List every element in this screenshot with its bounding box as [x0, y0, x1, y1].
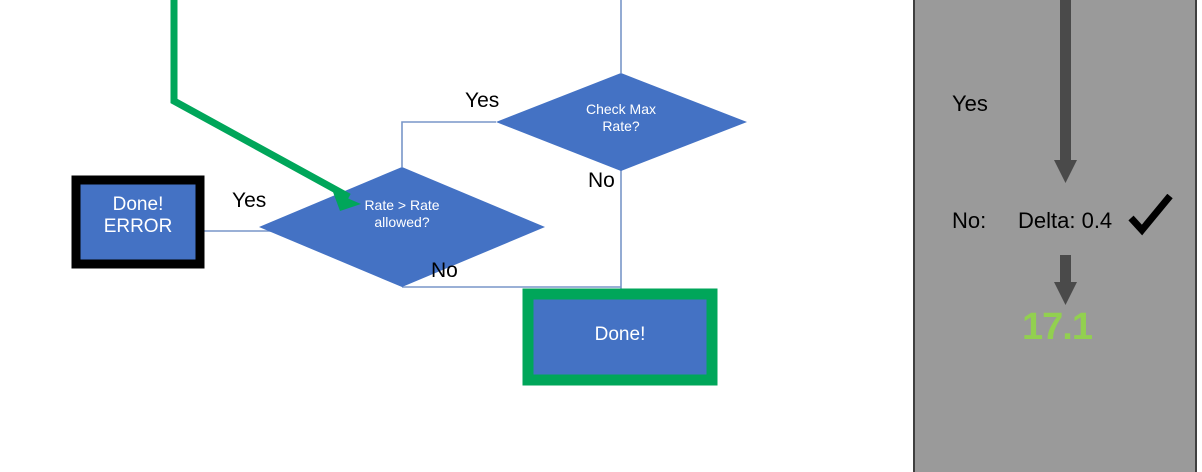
side-panel-graphics	[1054, 0, 1077, 305]
edge-label-check-max-no: No	[588, 169, 615, 192]
checkmark-icon	[1128, 194, 1173, 236]
panel-result-value: 17.1	[1022, 306, 1093, 348]
node-done[interactable]	[522, 288, 718, 386]
panel-yes-label: Yes	[952, 91, 988, 116]
decision-rate-gt-rate-allowed[interactable]	[259, 167, 545, 287]
panel-delta-value: Delta: 0.4	[1018, 208, 1113, 233]
decision-check-max-rate[interactable]	[496, 73, 747, 171]
panel-arrow-bottom-head	[1054, 282, 1077, 305]
panel-arrow-top-shaft	[1060, 0, 1071, 162]
node-done-error[interactable]	[71, 175, 205, 269]
edge-label-rate-yes: Yes	[232, 189, 267, 212]
panel-arrow-bottom-shaft	[1060, 255, 1071, 284]
edge-label-check-max-yes: Yes	[465, 89, 500, 112]
side-panel: Yes No: Delta: 0.4 17.1	[913, 0, 1197, 472]
connector-check-max-yes	[401, 121, 496, 167]
highlight-path-green	[170, 0, 351, 201]
highlight-path-arrowhead	[333, 192, 361, 211]
panel-no-label: No:	[952, 208, 987, 233]
edge-label-rate-no: No	[431, 259, 458, 282]
panel-arrow-top-head	[1054, 160, 1077, 183]
